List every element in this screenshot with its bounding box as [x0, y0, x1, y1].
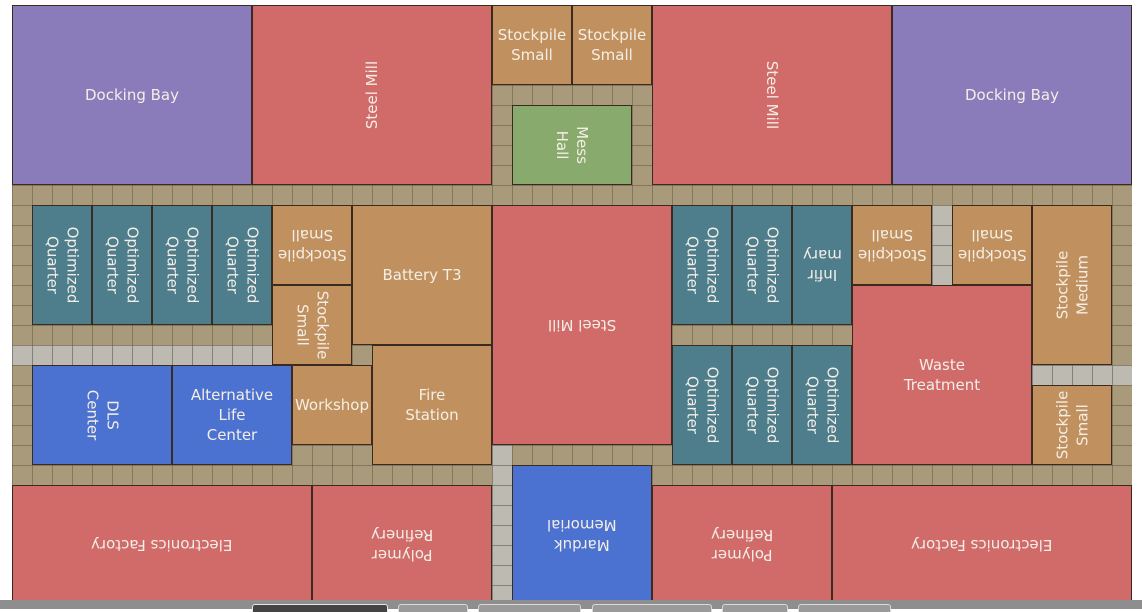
room-label: Optimized Quarter [743, 366, 781, 444]
room-mess-hall[interactable]: Mess Hall [512, 105, 632, 185]
room-label: Steel Mill [363, 60, 381, 130]
room-label: Optimized Quarter [43, 226, 81, 304]
room-label: Fire Station [405, 386, 459, 424]
toolbar-tab[interactable] [478, 604, 581, 612]
room-polymer-refinery[interactable]: Polymer Refinery [312, 485, 492, 605]
station-grid[interactable]: Docking Bay Steel Mill Stockpile Small S… [12, 5, 1132, 605]
room-fire-station[interactable]: Fire Station [372, 345, 492, 465]
room-waste-treatment[interactable]: Waste Treatment [852, 285, 1032, 465]
walkway [492, 445, 512, 605]
room-infirmary[interactable]: Infir mary [792, 205, 852, 325]
room-label: Stockpile Small [577, 26, 647, 64]
room-workshop[interactable]: Workshop [292, 365, 372, 445]
room-stockpile-small[interactable]: Stockpile Small [272, 285, 352, 365]
room-label: Stockpile Small [277, 226, 347, 264]
room-marduk-memorial[interactable]: Marduk Memorial [512, 465, 652, 605]
walkway [932, 205, 952, 285]
room-optimized-quarter[interactable]: Optimized Quarter [672, 205, 732, 325]
room-stockpile-small[interactable]: Stockpile Small [272, 205, 352, 285]
room-label: Polymer Refinery [370, 526, 434, 564]
room-label: Optimized Quarter [223, 226, 261, 304]
room-label: Stockpile Small [497, 26, 567, 64]
room-label: Optimized Quarter [103, 226, 141, 304]
room-optimized-quarter[interactable]: Optimized Quarter [792, 345, 852, 465]
room-docking-bay[interactable]: Docking Bay [892, 5, 1132, 185]
room-optimized-quarter[interactable]: Optimized Quarter [732, 345, 792, 465]
room-label: Alternative Life Center [190, 386, 274, 444]
room-label: Optimized Quarter [803, 366, 841, 444]
room-label: DLS Center [83, 389, 121, 441]
room-optimized-quarter[interactable]: Optimized Quarter [32, 205, 92, 325]
room-label: Optimized Quarter [163, 226, 201, 304]
walkway [1032, 365, 1132, 385]
room-battery-t3[interactable]: Battery T3 [352, 205, 492, 345]
room-optimized-quarter[interactable]: Optimized Quarter [732, 205, 792, 325]
room-steel-mill[interactable]: Steel Mill [252, 5, 492, 185]
room-label: Waste Treatment [903, 356, 981, 394]
room-alternative-life-center[interactable]: Alternative Life Center [172, 365, 292, 465]
room-steel-mill[interactable]: Steel Mill [492, 205, 672, 445]
room-label: Stockpile Small [1052, 390, 1091, 460]
room-stockpile-small[interactable]: Stockpile Small [492, 5, 572, 85]
room-label: Polymer Refinery [710, 526, 774, 564]
room-electronics-factory[interactable]: Electronics Factory [12, 485, 312, 605]
room-label: Stockpile Medium [1052, 250, 1091, 320]
room-label: Battery T3 [382, 266, 462, 284]
room-label: Docking Bay [965, 86, 1059, 104]
room-label: Mess Hall [553, 126, 591, 164]
walkway [12, 345, 272, 365]
room-label: Stockpile Small [292, 290, 331, 360]
toolbar-tab[interactable] [592, 604, 712, 612]
room-label: Docking Bay [85, 86, 179, 104]
room-docking-bay[interactable]: Docking Bay [12, 5, 252, 185]
room-stockpile-small[interactable]: Stockpile Small [952, 205, 1032, 285]
room-label: Electronics Factory [911, 536, 1053, 554]
room-stockpile-medium[interactable]: Stockpile Medium [1032, 205, 1112, 365]
toolbar-tab[interactable] [798, 604, 891, 612]
room-label: Steel Mill [763, 60, 781, 130]
room-label: Marduk Memorial [547, 516, 617, 554]
room-label: Workshop [294, 396, 369, 414]
room-label: Steel Mill [547, 316, 617, 334]
room-label: Electronics Factory [91, 536, 233, 554]
room-optimized-quarter[interactable]: Optimized Quarter [152, 205, 212, 325]
room-label: Stockpile Small [857, 226, 927, 264]
room-label: Stockpile Small [957, 226, 1027, 264]
room-polymer-refinery[interactable]: Polymer Refinery [652, 485, 832, 605]
room-stockpile-small[interactable]: Stockpile Small [572, 5, 652, 85]
room-optimized-quarter[interactable]: Optimized Quarter [92, 205, 152, 325]
room-electronics-factory[interactable]: Electronics Factory [832, 485, 1132, 605]
room-optimized-quarter[interactable]: Optimized Quarter [212, 205, 272, 325]
room-label: Optimized Quarter [743, 226, 781, 304]
room-dls-center[interactable]: DLS Center [32, 365, 172, 465]
toolbar-tab[interactable] [722, 604, 788, 612]
room-stockpile-small[interactable]: Stockpile Small [1032, 385, 1112, 465]
room-optimized-quarter[interactable]: Optimized Quarter [672, 345, 732, 465]
room-label: Optimized Quarter [683, 366, 721, 444]
room-steel-mill[interactable]: Steel Mill [652, 5, 892, 185]
room-label: Infir mary [802, 246, 842, 284]
room-stockpile-small[interactable]: Stockpile Small [852, 205, 932, 285]
toolbar-tab[interactable] [398, 604, 468, 612]
toolbar-tab[interactable] [252, 604, 388, 612]
room-label: Optimized Quarter [683, 226, 721, 304]
